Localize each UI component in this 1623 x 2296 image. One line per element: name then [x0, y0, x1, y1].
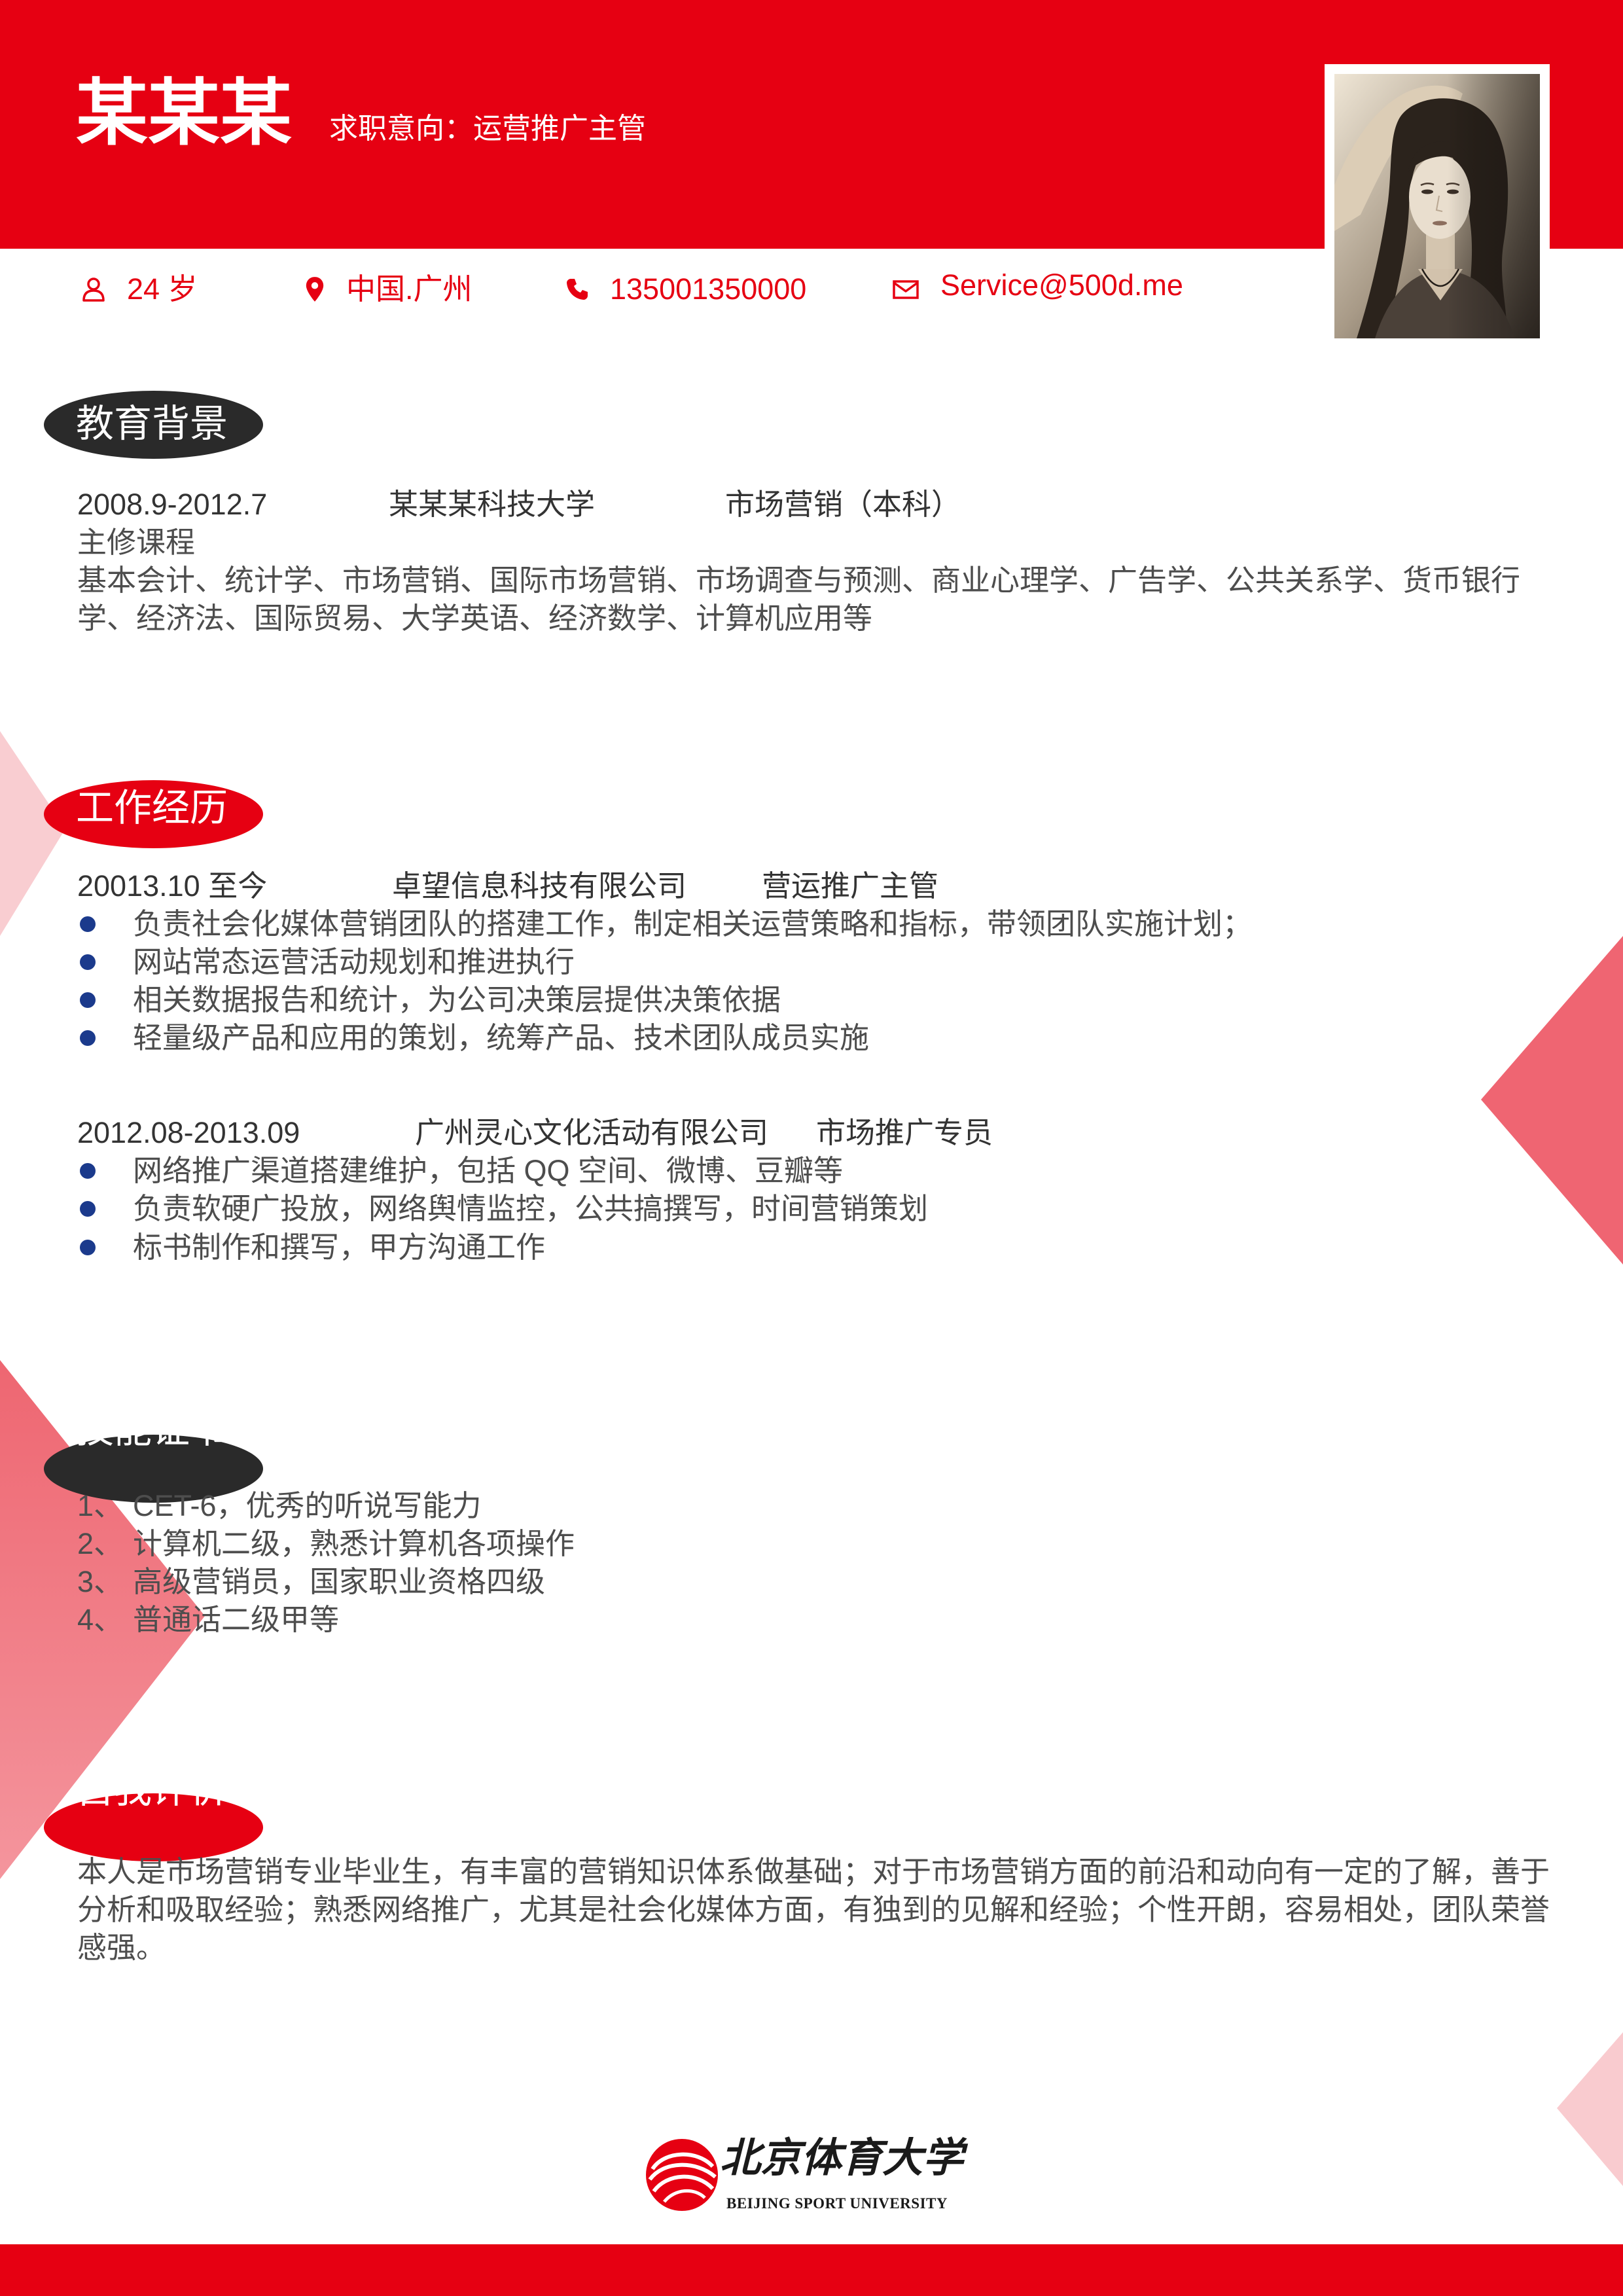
job-company: 广州灵心文化活动有限公司: [415, 1116, 769, 1149]
triangle-decoration-right: [1481, 936, 1623, 1265]
education-section-pill: [44, 391, 263, 459]
bullet-dot: [80, 1163, 96, 1179]
triangle-decoration-bottom-right: [1557, 2032, 1623, 2186]
self-evaluation-section-title: 自我评价: [76, 1768, 228, 1811]
self-evaluation-line: 感强。: [77, 1931, 166, 1964]
job-intent: 求职意向：运营推广主管: [329, 113, 646, 145]
job-duty: 网站常态运营活动规划和推进执行: [133, 945, 575, 978]
contact-age: 24 岁: [80, 270, 198, 309]
bullet-dot: [80, 1201, 96, 1217]
job-position: 市场推广专员: [816, 1116, 993, 1149]
location-text: 中国.广州: [346, 272, 473, 306]
bullet-dot: [80, 954, 96, 970]
person-icon: [82, 278, 105, 302]
contact-email: Service@500d.me: [892, 266, 1183, 305]
work-section-title: 工作经历: [76, 787, 228, 829]
job-duty: 轻量级产品和应用的策划，统筹产品、技术团队成员实施: [133, 1021, 870, 1054]
job-duty: 负责社会化媒体营销团队的搭建工作，制定相关运营策略和指标，带领团队实施计划；: [133, 907, 1253, 941]
education-major: 市场营销（本科）: [725, 488, 961, 521]
job-period: 20013.10 至今: [77, 869, 268, 903]
job-period: 2012.08-2013.09: [77, 1116, 300, 1149]
university-logo-icon: [646, 2139, 718, 2211]
candidate-name: 某某某: [76, 73, 292, 154]
triangle-decoration-left-small: [0, 731, 65, 936]
age-text: 24 岁: [127, 272, 198, 306]
mail-icon: [893, 280, 919, 299]
skill-item: CET-6，优秀的听说写能力: [133, 1489, 482, 1522]
triangle-decoration-left-large: [0, 1360, 205, 1879]
courses-line: 基本会计、统计学、市场营销、国际市场营销、市场调查与预测、商业心理学、广告学、公…: [77, 564, 1521, 597]
self-evaluation-section-pill: [44, 1793, 263, 1861]
skills-section-title: 技能证书: [76, 1408, 228, 1451]
job-position: 营运推广主管: [762, 869, 939, 903]
job-duty: 网络推广渠道搭建维护，包括 QQ 空间、微博、豆瓣等: [133, 1154, 844, 1187]
skill-item: 高级营销员，国家职业资格四级: [133, 1565, 546, 1598]
bullet-dot: [80, 1240, 96, 1255]
portrait-photo: [1334, 74, 1540, 338]
courses-line: 学、经济法、国际贸易、大学英语、经济数学、计算机应用等: [77, 601, 873, 635]
email-text: Service@500d.me: [940, 268, 1183, 302]
photo-frame: [1325, 64, 1550, 348]
job-duty: 标书制作和撰写，甲方沟通工作: [133, 1230, 546, 1264]
education-period: 2008.9-2012.7: [77, 488, 268, 521]
job-duty: 负责软硬广投放，网络舆情监控，公共搞撰写，时间营销策划: [133, 1192, 929, 1225]
skill-number: 1、: [77, 1489, 124, 1522]
bullet-dot: [80, 916, 96, 932]
work-section-pill: [44, 780, 263, 848]
education-school: 某某某科技大学: [389, 488, 596, 521]
contact-location: 中国.广州: [304, 270, 473, 309]
phone-text: 135001350000: [610, 272, 807, 306]
bullet-dot: [80, 1030, 96, 1046]
skill-number: 4、: [77, 1603, 124, 1636]
job-duty: 相关数据报告和统计，为公司决策层提供决策依据: [133, 983, 781, 1016]
education-section-title: 教育背景: [76, 403, 228, 445]
phone-icon: [567, 279, 588, 300]
university-logo-name-cn: 北京体育大学: [720, 2136, 964, 2181]
skill-item: 计算机二级，熟悉计算机各项操作: [133, 1527, 575, 1560]
self-evaluation-line: 分析和吸取经验；熟悉网络推广，尤其是社会化媒体方面，有独到的见解和经验；个性开朗…: [77, 1893, 1550, 1926]
courses-label: 主修课程: [77, 526, 196, 559]
location-icon: [306, 277, 324, 302]
bullet-dot: [80, 992, 96, 1008]
job-company: 卓望信息科技有限公司: [392, 869, 687, 903]
contact-phone: 135001350000: [564, 270, 806, 309]
university-logo-name-en: BEIJING SPORT UNIVERSITY: [726, 2195, 948, 2212]
skill-item: 普通话二级甲等: [133, 1603, 340, 1636]
self-evaluation-line: 本人是市场营销专业毕业生，有丰富的营销知识体系做基础；对于市场营销方面的前沿和动…: [77, 1855, 1550, 1888]
skill-number: 2、: [77, 1527, 124, 1560]
footer-band: [0, 2244, 1623, 2296]
skills-section-pill: [44, 1435, 263, 1503]
skill-number: 3、: [77, 1565, 124, 1598]
